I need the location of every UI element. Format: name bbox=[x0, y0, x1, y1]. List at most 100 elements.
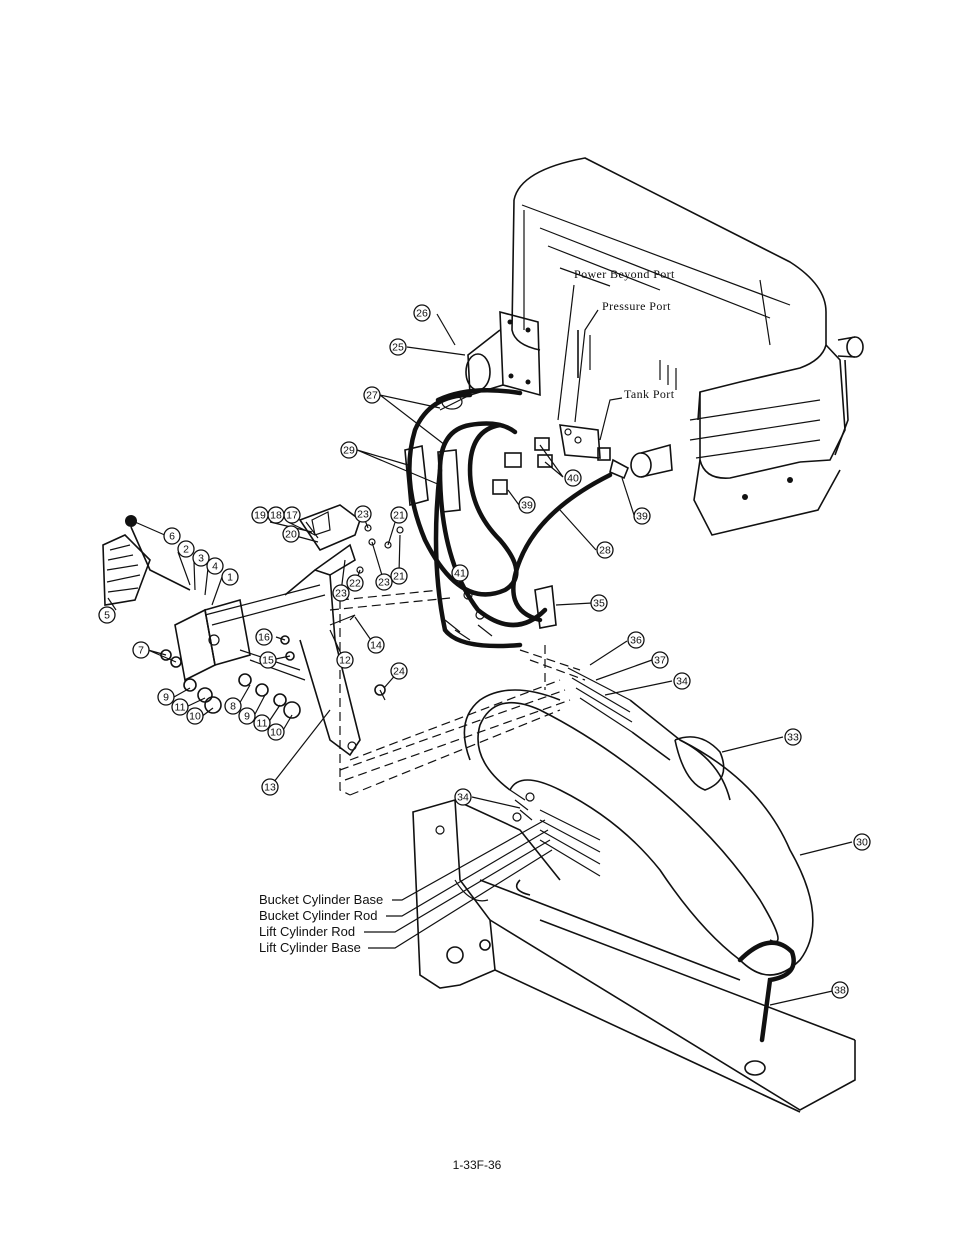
callout-number: 30 bbox=[856, 837, 868, 849]
callout-c4: 4 bbox=[206, 557, 224, 575]
callout-c10b: 10 bbox=[267, 723, 285, 741]
callout-circle bbox=[206, 557, 224, 575]
callout-circle bbox=[186, 707, 204, 725]
callout-circle bbox=[98, 606, 116, 624]
callout-circle bbox=[633, 507, 651, 525]
bucket-cylinder-rod-label: Bucket Cylinder Rod bbox=[259, 908, 378, 923]
callout-number: 41 bbox=[454, 568, 466, 580]
callout-c6: 6 bbox=[163, 527, 181, 545]
callout-number: 17 bbox=[286, 510, 298, 522]
callout-circle bbox=[192, 549, 210, 567]
callout-c28: 28 bbox=[596, 541, 614, 559]
callout-c8: 8 bbox=[224, 697, 242, 715]
callout-circle bbox=[454, 788, 472, 806]
callout-c39a: 39 bbox=[518, 496, 536, 514]
callout-circle bbox=[340, 441, 358, 459]
callout-number: 37 bbox=[654, 655, 666, 667]
callout-c26: 26 bbox=[413, 304, 431, 322]
callout-number: 19 bbox=[254, 510, 266, 522]
callouts: 1234567899101011111213141516171819202121… bbox=[98, 304, 871, 999]
callout-number: 9 bbox=[163, 692, 169, 704]
tractor-hood bbox=[511, 157, 864, 536]
callout-c40: 40 bbox=[564, 469, 582, 487]
callout-circle bbox=[413, 304, 431, 322]
callout-number: 11 bbox=[175, 702, 186, 714]
callout-circle bbox=[390, 506, 408, 524]
callout-number: 21 bbox=[393, 510, 405, 522]
callout-circle bbox=[224, 697, 242, 715]
callout-circle bbox=[238, 707, 256, 725]
tank-port-label: Tank Port bbox=[624, 387, 675, 401]
callout-c20: 20 bbox=[282, 525, 300, 543]
callout-circle bbox=[253, 714, 271, 732]
callout-c13: 13 bbox=[261, 778, 279, 796]
callout-c38: 38 bbox=[831, 981, 849, 999]
callout-c39b: 39 bbox=[633, 507, 651, 525]
callout-number: 21 bbox=[393, 571, 405, 583]
callout-number: 26 bbox=[416, 308, 428, 320]
callout-circle bbox=[177, 540, 195, 558]
callout-number: 6 bbox=[169, 531, 175, 543]
callout-c25: 25 bbox=[389, 338, 407, 356]
callout-circle bbox=[346, 574, 364, 592]
callout-number: 2 bbox=[183, 544, 189, 556]
callout-c16: 16 bbox=[255, 628, 273, 646]
callout-circle bbox=[390, 567, 408, 585]
power-beyond-port-label: Power Beyond Port bbox=[574, 267, 675, 281]
callout-number: 34 bbox=[457, 792, 469, 804]
callout-circle bbox=[171, 698, 189, 716]
callout-number: 11 bbox=[257, 718, 268, 730]
callout-circle bbox=[157, 688, 175, 706]
callout-number: 10 bbox=[270, 727, 282, 739]
callout-c15: 15 bbox=[259, 651, 277, 669]
callout-c3: 3 bbox=[192, 549, 210, 567]
callout-c37: 37 bbox=[651, 651, 669, 669]
hydraulic-hoses bbox=[404, 388, 613, 649]
callout-number: 23 bbox=[357, 509, 369, 521]
callout-number: 34 bbox=[676, 676, 688, 688]
callout-circle bbox=[267, 723, 285, 741]
callout-number: 39 bbox=[636, 511, 648, 523]
callout-circle bbox=[673, 672, 691, 690]
callout-circle bbox=[336, 651, 354, 669]
callout-c11b: 11 bbox=[253, 714, 271, 732]
page-code: 1-33F-36 bbox=[453, 1158, 502, 1172]
callout-c33: 33 bbox=[784, 728, 802, 746]
callout-c7: 7 bbox=[132, 641, 150, 659]
callout-c9b: 9 bbox=[238, 707, 256, 725]
callout-c41: 41 bbox=[451, 564, 469, 582]
callout-c10a: 10 bbox=[186, 707, 204, 725]
callout-c14: 14 bbox=[367, 636, 385, 654]
callout-number: 29 bbox=[343, 445, 355, 457]
callout-number: 23 bbox=[378, 577, 390, 589]
callout-c9a: 9 bbox=[157, 688, 175, 706]
callout-circle bbox=[831, 981, 849, 999]
callout-c22: 22 bbox=[346, 574, 364, 592]
hose-routing-dashed bbox=[329, 589, 586, 796]
callout-number: 20 bbox=[285, 529, 297, 541]
callout-number: 1 bbox=[227, 572, 233, 584]
bucket-cylinder-base-label: Bucket Cylinder Base bbox=[259, 892, 383, 907]
callout-c36: 36 bbox=[627, 631, 645, 649]
callout-number: 38 bbox=[834, 985, 846, 997]
callout-number: 10 bbox=[189, 711, 201, 723]
callout-circle bbox=[784, 728, 802, 746]
callout-c12: 12 bbox=[336, 651, 354, 669]
callout-leaders bbox=[107, 313, 853, 1006]
callout-c23a: 23 bbox=[354, 505, 372, 523]
callout-c1: 1 bbox=[221, 568, 239, 586]
callout-c23b: 23 bbox=[332, 584, 350, 602]
callout-circle bbox=[651, 651, 669, 669]
callout-number: 8 bbox=[230, 701, 236, 713]
callout-number: 9 bbox=[244, 711, 250, 723]
callout-c17: 17 bbox=[283, 506, 301, 524]
callout-number: 40 bbox=[567, 473, 579, 485]
callout-number: 16 bbox=[258, 632, 270, 644]
callout-number: 25 bbox=[392, 342, 404, 354]
callout-circle bbox=[518, 496, 536, 514]
callout-c2: 2 bbox=[177, 540, 195, 558]
callout-number: 18 bbox=[270, 510, 282, 522]
callout-circle bbox=[332, 584, 350, 602]
hose-connection-labels: Bucket Cylinder Base Bucket Cylinder Rod… bbox=[259, 819, 553, 955]
callout-circle bbox=[221, 568, 239, 586]
